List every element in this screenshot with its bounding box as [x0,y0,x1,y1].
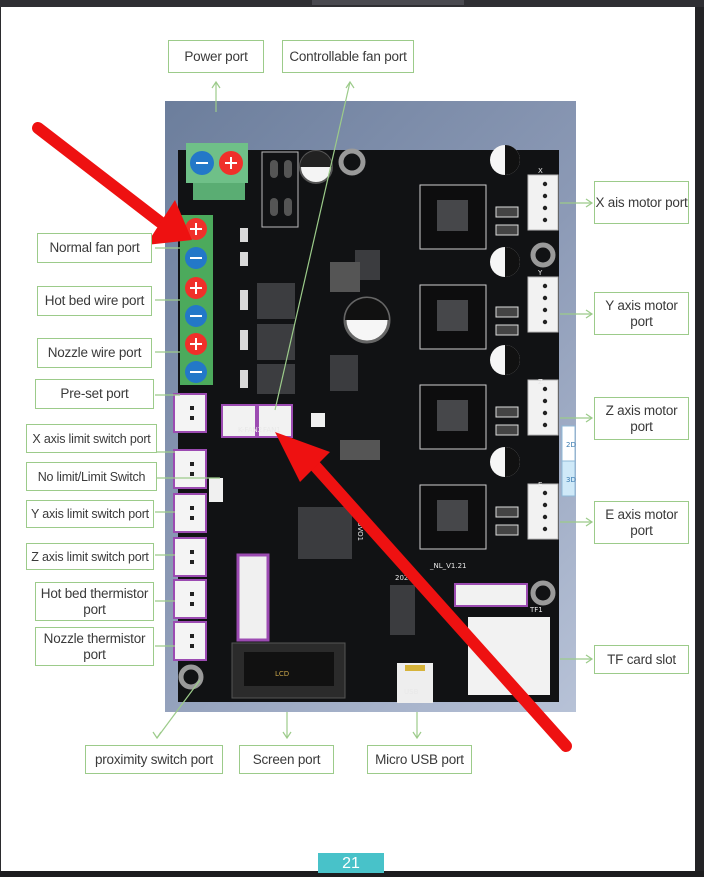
side-tab-2d-text: 2D [566,441,576,449]
tf-header [454,583,528,607]
side-tab-3d-text: 3D [566,476,576,484]
y-silk-text: Y [537,269,543,277]
board-brand-text: SVO1 [356,522,364,541]
label-proximity-switch-port: proximity switch port [85,745,223,774]
label-hot-bed-wire-port: Hot bed wire port [37,286,152,316]
jst-connector-1 [173,449,207,489]
label-x-axis-motor-port: X ais motor port [594,181,689,224]
heater-fan-terminal [180,215,213,385]
fan2-silk-text: K-FAN2 [238,426,262,434]
side-tab-3d [561,460,576,497]
viewer-scrollbar[interactable] [695,7,704,871]
label-nozzle-wire-port: Nozzle wire port [37,338,152,368]
leader-lines [152,80,594,740]
usb-silk-text: USB [404,688,419,696]
fan1-silk-text: FAN1 [263,426,281,434]
red-arrow-fan-port [32,122,192,245]
label-power-port: Power port [168,40,264,73]
label-y-axis-limit-switch-port: Y axis limit switch port [26,500,154,528]
fan1-connector [257,404,293,438]
viewer-bottom-bar [0,871,704,877]
stepper-drivers [419,184,519,550]
motor-connectors [527,174,559,540]
lcd-silk-text: LCD [275,670,289,678]
probe-connector [236,553,270,642]
viewer-top-bar [0,0,704,7]
label-tf-card-slot: TF card slot [594,645,689,674]
label-nozzle-thermistor-port: Nozzle thermistor port [35,627,154,666]
jst-connector-3 [173,537,207,577]
jst-connector-4 [173,579,207,619]
x-silk-text: X [538,167,543,175]
mcu-chip [298,507,352,559]
label-z-axis-limit-switch-port: Z axis limit switch port [26,543,154,570]
label-controllable-fan-port: Controllable fan port [282,40,414,73]
jst-connector-0 [173,393,207,433]
electrolytic-capacitors [178,145,556,690]
board-date-text: 2022 [395,574,413,582]
fan2-connector [221,404,257,438]
viewer-tab[interactable] [312,0,464,5]
label-micro-usb-port: Micro USB port [367,745,472,774]
label-x-axis-limit-switch-port: X axis limit switch port [26,424,157,453]
board-version-text: _NL_V1.21 [429,562,467,570]
e-silk-text: E [538,481,542,489]
limit-mode-switch [209,478,223,502]
z-silk-text: Z [538,378,543,386]
page-number: 21 [318,853,384,873]
label-normal-fan-port: Normal fan port [37,233,152,263]
label-y-axis-motor-port: Y axis motor port [594,292,689,335]
label-e-axis-motor-port: E axis motor port [594,501,689,544]
red-arrow-controllable-fan [275,432,572,752]
label-screen-port: Screen port [239,745,334,774]
label-no-limit-limit-switch: No limit/Limit Switch [26,462,157,491]
power-terminal [186,143,248,200]
label-hot-bed-thermistor-port: Hot bed thermistor port [35,582,154,621]
label-z-axis-motor-port: Z axis motor port [594,397,689,440]
limit-thermistor-connectors [173,393,207,661]
label-pre-set-port: Pre-set port [35,379,154,409]
jst-connector-5 [173,621,207,661]
jst-connector-2 [173,493,207,533]
tf-silk-text: TF1 [529,606,543,614]
